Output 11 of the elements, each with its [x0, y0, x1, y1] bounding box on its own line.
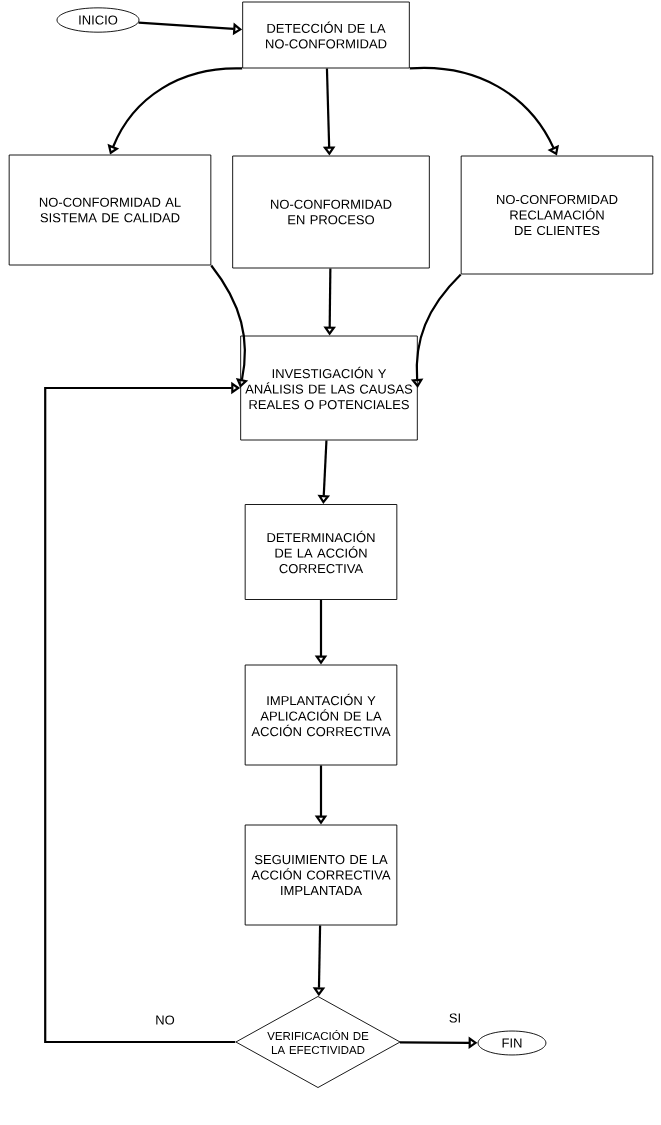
edge-label: SI	[447, 1012, 463, 1024]
process-box: IMPLANTACIÓN Y APLICACIÓN DE LA ACCIÓN CORRECTIVA	[244, 664, 398, 766]
process-box: NO-CONFORMIDAD RECLAMACIÓN DE CLIENTES	[460, 155, 654, 275]
process-box: INVESTIGACIÓN Y ANÁLISIS DE LAS CAUSAS REALES O POTENCIALES	[240, 335, 418, 441]
edge-label: NO	[154, 1014, 176, 1026]
process-box: NO-CONFORMIDAD EN PROCESO	[232, 155, 430, 269]
process-box: NO-CONFORMIDAD AL SISTEMA DE CALIDAD	[8, 154, 212, 266]
process-box: SEGUIMIENTO DE LA ACCIÓN CORRECTIVA IMPLANTADA	[244, 824, 398, 926]
arrow	[210, 264, 249, 388]
process-box: DETECCIÓN DE LA NO-CONFORMIDAD	[242, 1, 410, 69]
process-box: DETERMINACIÓN DE LA ACCIÓN CORRECTIVA	[244, 504, 398, 600]
